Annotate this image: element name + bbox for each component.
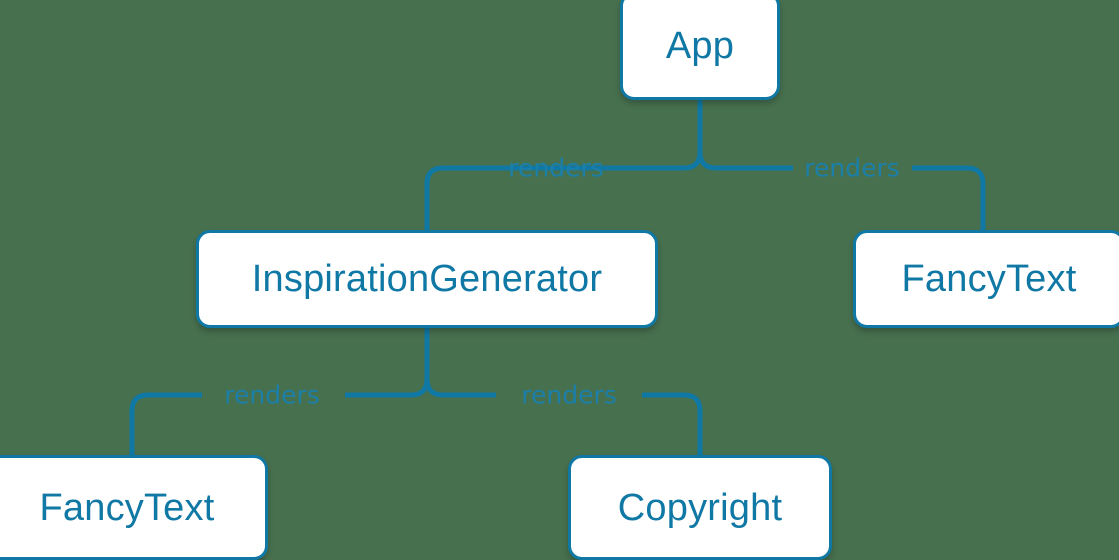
node-copyright[interactable]: Copyright — [568, 455, 832, 560]
edge-ig-to-copyright-b — [642, 392, 703, 455]
edge-label-ig-to-copyright: renders — [521, 380, 617, 410]
edge-app-to-fancytext-right-a — [697, 151, 793, 171]
node-app-label: App — [665, 25, 735, 67]
node-app[interactable]: App — [620, 0, 780, 100]
edge-label-app-to-fancytext-right: renders — [804, 153, 900, 183]
node-inspiration-generator[interactable]: InspirationGenerator — [196, 230, 658, 328]
node-fancytext-bottom-label: FancyText — [39, 486, 215, 529]
node-fancytext-right[interactable]: FancyText — [853, 230, 1119, 328]
edge-app-to-fancytext-right-b — [912, 165, 986, 230]
node-fancytext-bottom[interactable]: FancyText — [0, 455, 268, 560]
edge-label-app-to-inspiration-generator: renders — [508, 153, 604, 183]
edge-ig-to-fancytext-bottom-a — [345, 378, 430, 398]
edge-app-to-inspiration-generator-b — [424, 165, 616, 230]
edge-ig-to-copyright-a — [424, 378, 496, 398]
node-copyright-label: Copyright — [617, 486, 783, 529]
node-inspiration-generator-label: InspirationGenerator — [251, 258, 603, 300]
edge-label-ig-to-fancytext-bottom: renders — [224, 380, 320, 410]
node-fancytext-right-label: FancyText — [901, 258, 1077, 300]
edge-ig-to-fancytext-bottom-b — [129, 392, 202, 455]
